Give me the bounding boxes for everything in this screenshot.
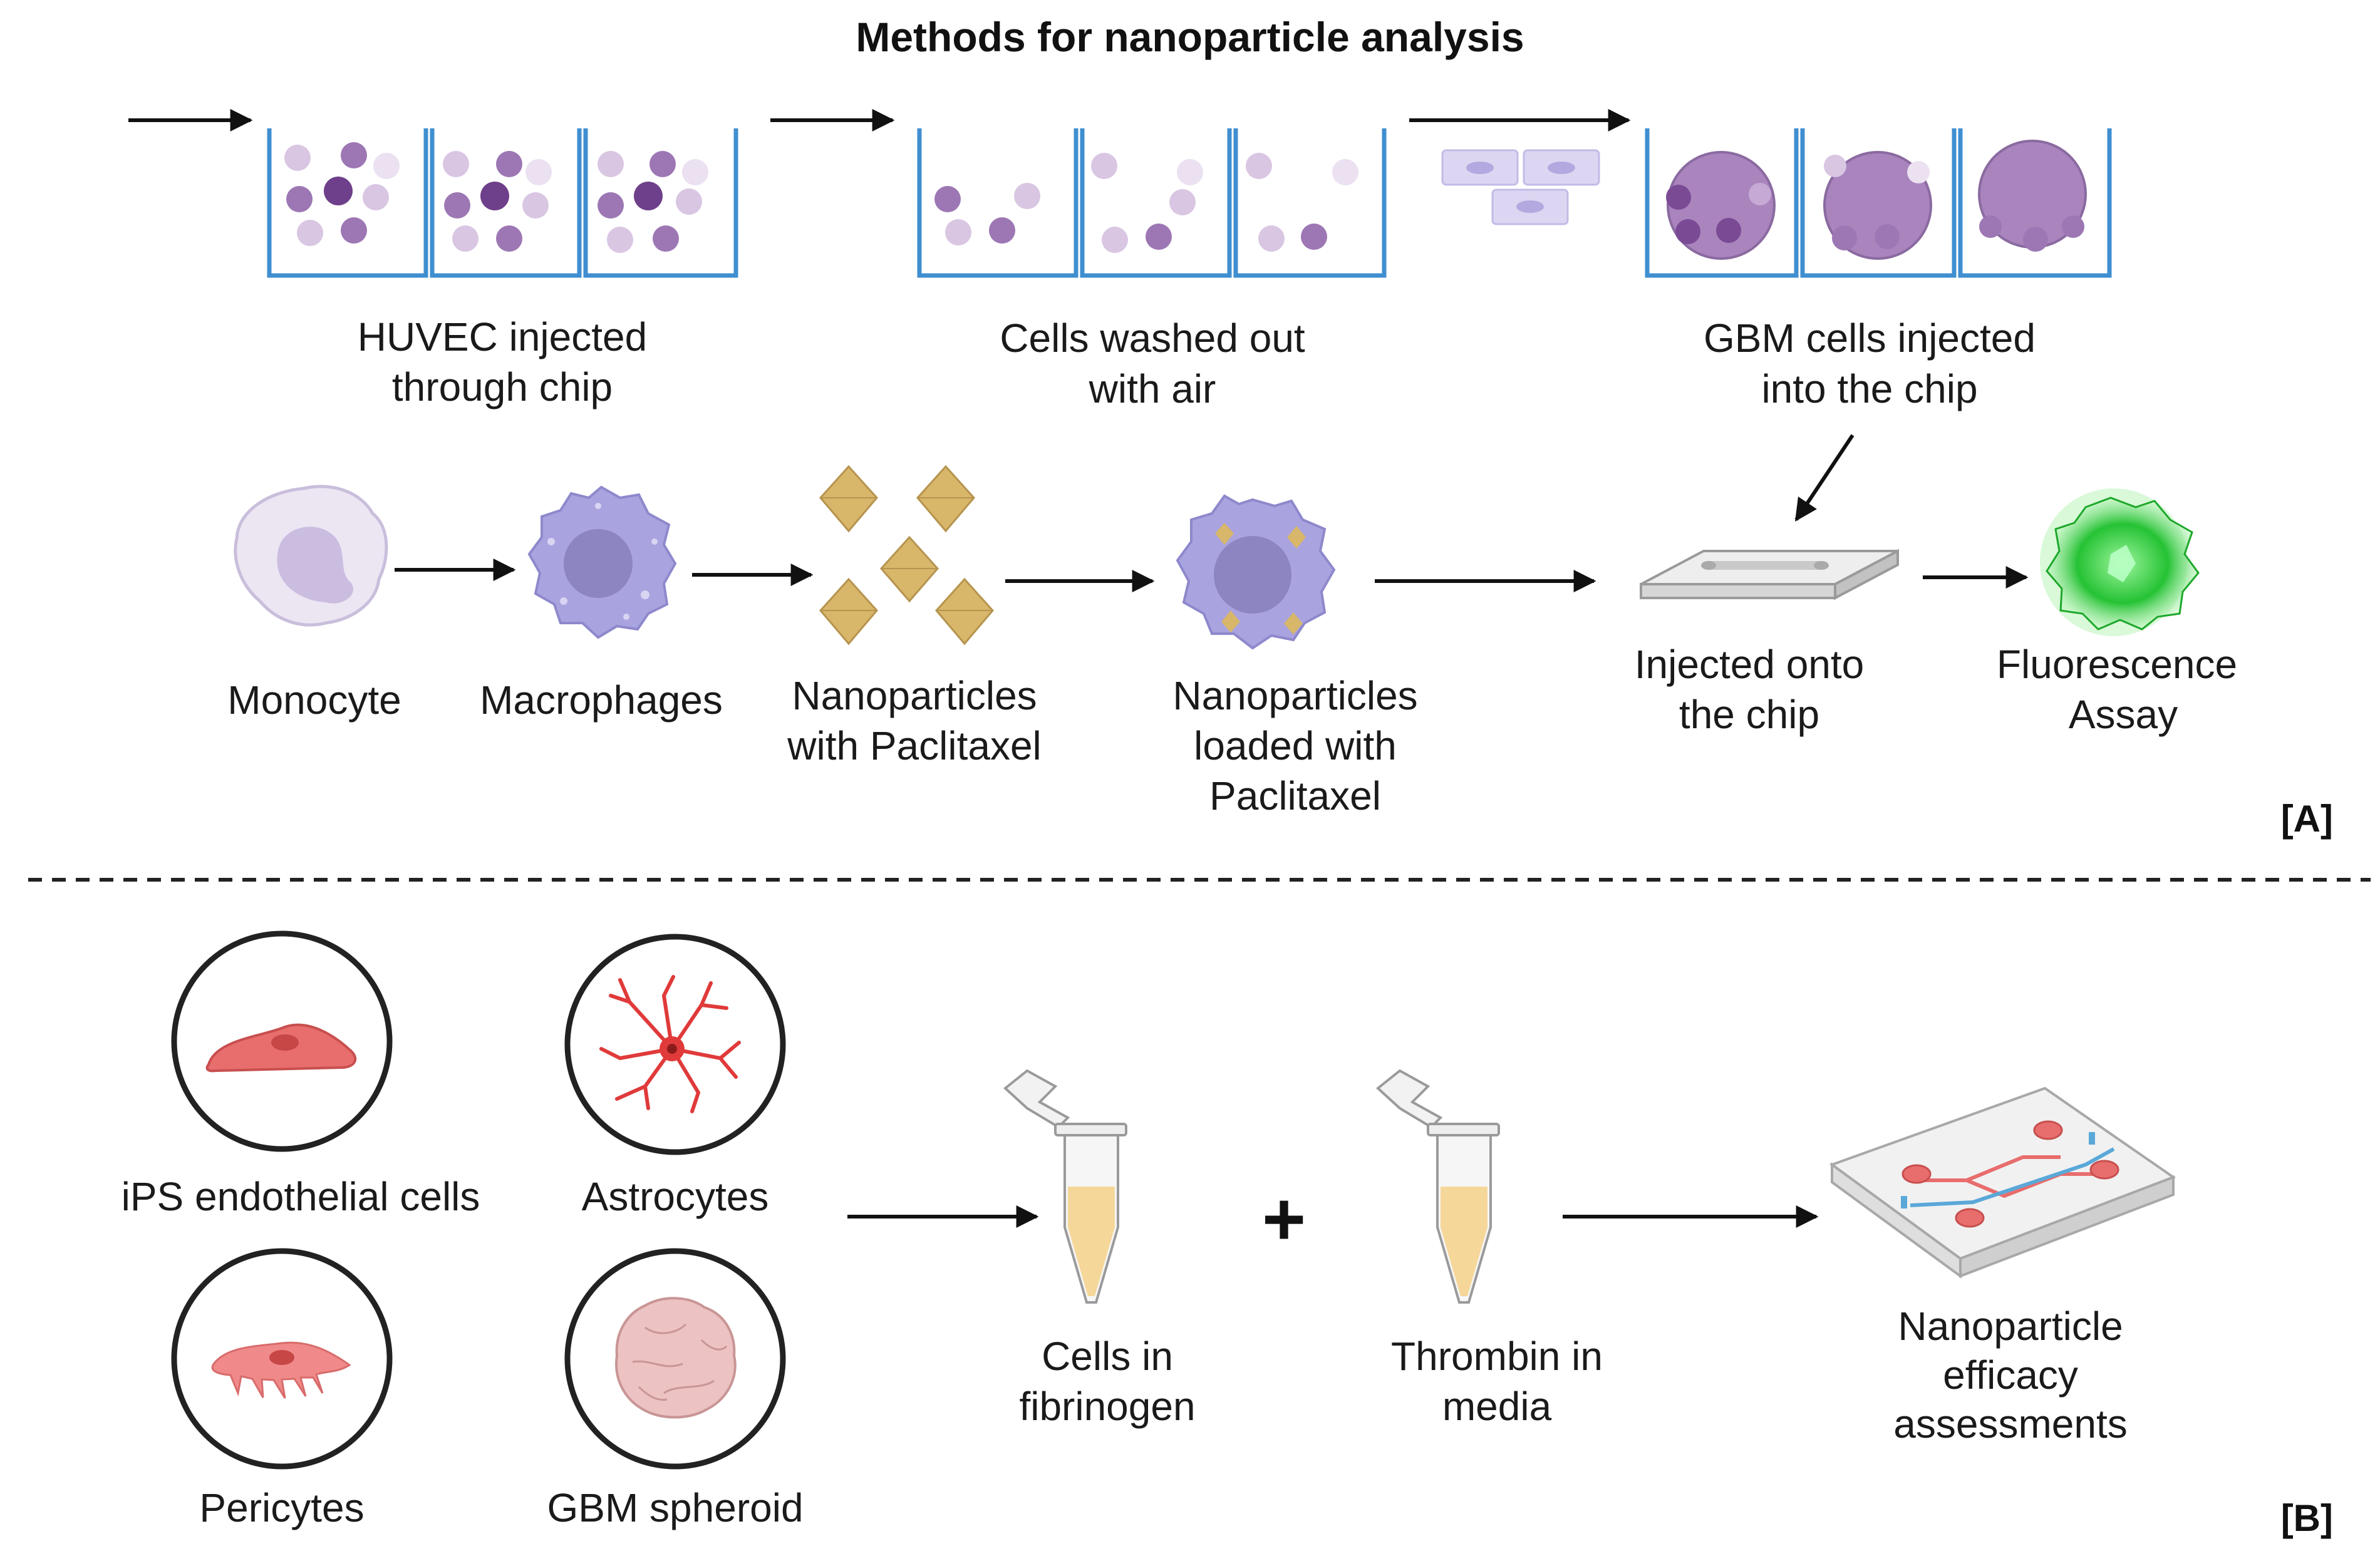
step-label: GBM cells injected [1704,316,2036,361]
diagram-title: Methods for nanoparticle analysis [856,14,1524,60]
step-label: through chip [392,364,613,410]
fluorescence-step: Fluorescence Assay [1997,488,2237,737]
chip-well-1 [267,128,738,278]
cell-label: Astrocytes [582,1174,769,1219]
step-label: Cells washed out [1000,316,1305,361]
monocyte-step: Monocyte [227,485,516,723]
astrocyte-cell: Astrocytes [564,934,786,1219]
step-label: the chip [1679,692,1819,737]
organ-chip-icon [1829,1086,2176,1260]
flow-arrow [1794,434,1855,522]
wash-out-step: Cells washed out with air [770,109,1387,411]
chip-well-3 [1645,128,2112,278]
chip-injection-step: Injected onto the chip [1635,549,2029,737]
step-label: loaded with [1194,723,1397,768]
monocyte-nucleus [277,527,354,604]
remaining-cells [934,153,1358,253]
result-label: assessments [1893,1401,2127,1446]
thrombin-tube: Thrombin in media [1375,1069,1603,1429]
pericyte-icon [211,1341,351,1399]
result-label: efficacy [1943,1352,2078,1398]
step-label: Nanoparticles [792,673,1037,718]
step-label: Fluorescence [1997,642,2237,687]
cell-label: iPS endothelial cells [122,1174,480,1219]
step-label: Paclitaxel [1209,773,1381,818]
gbm-cell-cluster [1441,149,1600,225]
macrophage-step: Macrophages [480,485,814,723]
pericyte-cell: Pericytes [171,1248,393,1530]
step-label: into the chip [1761,366,1977,411]
step-label: with Paclitaxel [787,723,1042,768]
huvec-injection-step: HUVEC injected through chip [128,109,738,410]
organ-chip: Nanoparticle efficacy assessments [1829,1086,2176,1446]
step-label: with air [1089,366,1216,411]
plus-sign: + [1262,1177,1306,1261]
tube-cap-icon [1003,1069,1070,1129]
microfluidic-chip-icon [1640,549,1899,600]
tube-label: Cells in [1042,1334,1173,1379]
chip-well-2 [917,128,1387,278]
step-label: Assay [2069,692,2178,737]
step-label: Injected onto [1635,642,1865,687]
nanoparticle-icon [819,465,994,646]
tube-label: media [1442,1384,1552,1429]
cell-label: Pericytes [199,1485,364,1530]
macrophage-nucleus [1214,536,1291,614]
macrophage-nucleus [564,529,633,598]
fibrinogen-tube: Cells in fibrinogen [1003,1069,1196,1429]
spheroid-icon [615,1297,737,1419]
tube-label: fibrinogen [1019,1384,1195,1429]
step-label: Macrophages [480,677,723,723]
tube-label: Thrombin in [1391,1334,1603,1379]
loaded-macrophage-step: Nanoparticles loaded with Paclitaxel [1172,494,1596,818]
gbm-spheroids [1666,140,2087,260]
step-label: HUVEC injected [358,314,647,359]
astrocyte-icon [599,975,741,1113]
step-label: Nanoparticles [1172,673,1417,718]
endothelial-cell: iPS endothelial cells [122,930,480,1219]
tube-cap-icon [1375,1069,1443,1129]
cell-types-group: iPS endothelial cells Astrocytes Pericyt… [122,930,804,1530]
nanoparticle-step: Nanoparticles with Paclitaxel [787,465,1155,768]
panel-b-tag: [B] [2281,1497,2333,1539]
cell-label: GBM spheroid [547,1485,803,1530]
gbm-injection-step: GBM cells injected into the chip [1409,109,2112,522]
step-label: Monocyte [227,677,401,723]
panel-a-tag: [A] [2281,798,2333,840]
gbm-spheroid-cell: GBM spheroid [547,1248,804,1530]
huvec-cells [284,142,708,253]
result-label: Nanoparticle [1898,1304,2123,1349]
